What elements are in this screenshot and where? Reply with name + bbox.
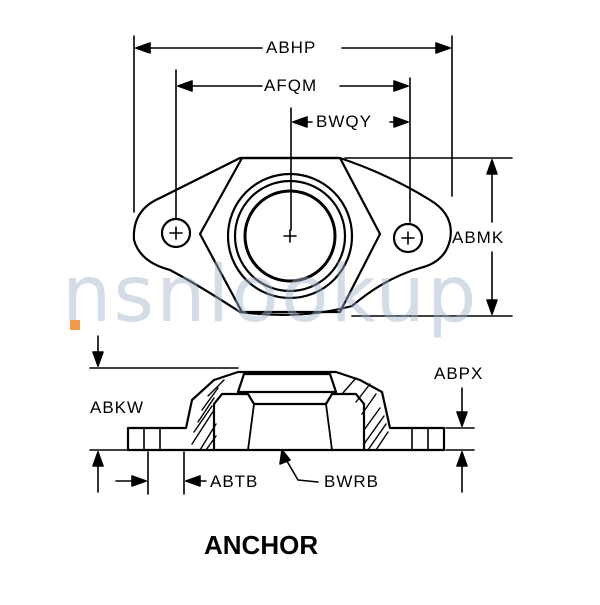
leader-bwrb bbox=[279, 449, 319, 483]
bore-middle bbox=[233, 179, 347, 293]
dim-bwqy bbox=[292, 116, 409, 128]
dim-abtb bbox=[115, 475, 207, 487]
nut-facets bbox=[213, 393, 365, 451]
label-bwrb: BWRB bbox=[324, 472, 379, 491]
side-view bbox=[126, 370, 446, 452]
watermark-text: nsnlookup bbox=[62, 250, 479, 340]
watermark-dot bbox=[70, 320, 80, 330]
left-bolt-hole bbox=[160, 217, 192, 249]
extension-lines bbox=[133, 35, 513, 317]
label-abkw: ABKW bbox=[90, 398, 145, 417]
bore-inner bbox=[243, 189, 337, 283]
label-bwqy: BWQY bbox=[316, 112, 372, 131]
diagram-title: ANCHOR bbox=[204, 530, 319, 560]
dim-abpx bbox=[456, 387, 468, 493]
right-bolt-hole bbox=[392, 222, 424, 254]
hex-nut-side bbox=[212, 392, 366, 452]
flange-end-marks bbox=[143, 427, 429, 451]
hex-nut-top bbox=[198, 156, 382, 314]
dim-abmk bbox=[486, 159, 498, 315]
hatch-left bbox=[191, 379, 225, 451]
top-view bbox=[132, 156, 452, 317]
label-abtb: ABTB bbox=[210, 472, 259, 491]
dim-afqm bbox=[177, 80, 409, 92]
bore-outer bbox=[226, 172, 354, 300]
flange-outline bbox=[132, 156, 452, 317]
label-abmk: ABMK bbox=[452, 228, 505, 247]
hatch-right bbox=[341, 377, 389, 451]
dome-top bbox=[236, 372, 338, 394]
side-extension-lines bbox=[89, 367, 475, 495]
label-abhp: ABHP bbox=[266, 38, 317, 57]
base-flange bbox=[126, 370, 446, 452]
label-abpx: ABPX bbox=[434, 364, 484, 383]
dim-abkw bbox=[92, 335, 104, 493]
label-afqm: AFQM bbox=[264, 76, 318, 95]
dim-abhp bbox=[135, 42, 451, 54]
center-marks bbox=[169, 226, 415, 245]
